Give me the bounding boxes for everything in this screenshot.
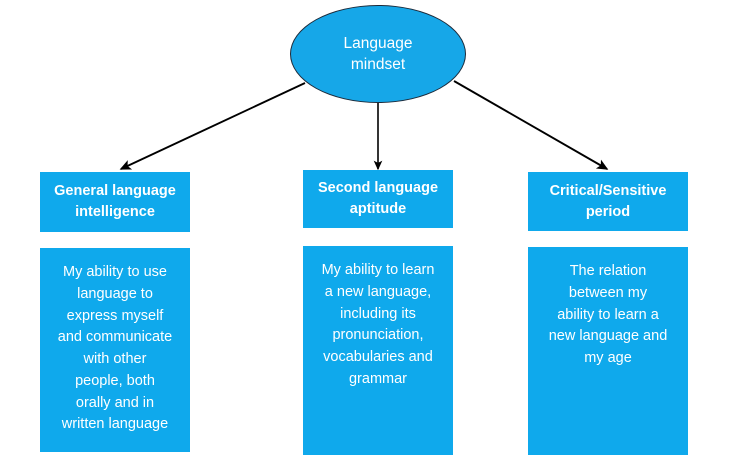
branch-header-label: Second language aptitude — [317, 180, 439, 217]
branch-body-second-language-aptitude[interactable]: My ability to learn a new language, incl… — [303, 246, 453, 455]
arrow-root-to-branch-1 — [119, 82, 306, 170]
branch-body-label: The relation between my ability to learn… — [548, 263, 668, 366]
branch-header-general-language-intelligence[interactable]: General language intelligence — [40, 172, 190, 232]
branch-body-general-language-intelligence[interactable]: My ability to use language to express my… — [40, 248, 190, 452]
branch-body-label: My ability to use language to express my… — [57, 264, 173, 433]
branch-body-label: My ability to learn a new language, incl… — [321, 262, 435, 387]
root-node-label: Language mindset — [343, 34, 413, 73]
branch-body-critical-sensitive-period[interactable]: The relation between my ability to learn… — [528, 247, 688, 455]
branch-header-label: General language intelligence — [54, 183, 176, 220]
root-node-language-mindset[interactable]: Language mindset — [290, 5, 466, 103]
branch-header-critical-sensitive-period[interactable]: Critical/Sensitive period — [528, 172, 688, 231]
branch-header-label: Critical/Sensitive period — [549, 182, 667, 220]
branch-header-second-language-aptitude[interactable]: Second language aptitude — [303, 170, 453, 228]
arrow-root-to-branch-3 — [453, 80, 609, 170]
